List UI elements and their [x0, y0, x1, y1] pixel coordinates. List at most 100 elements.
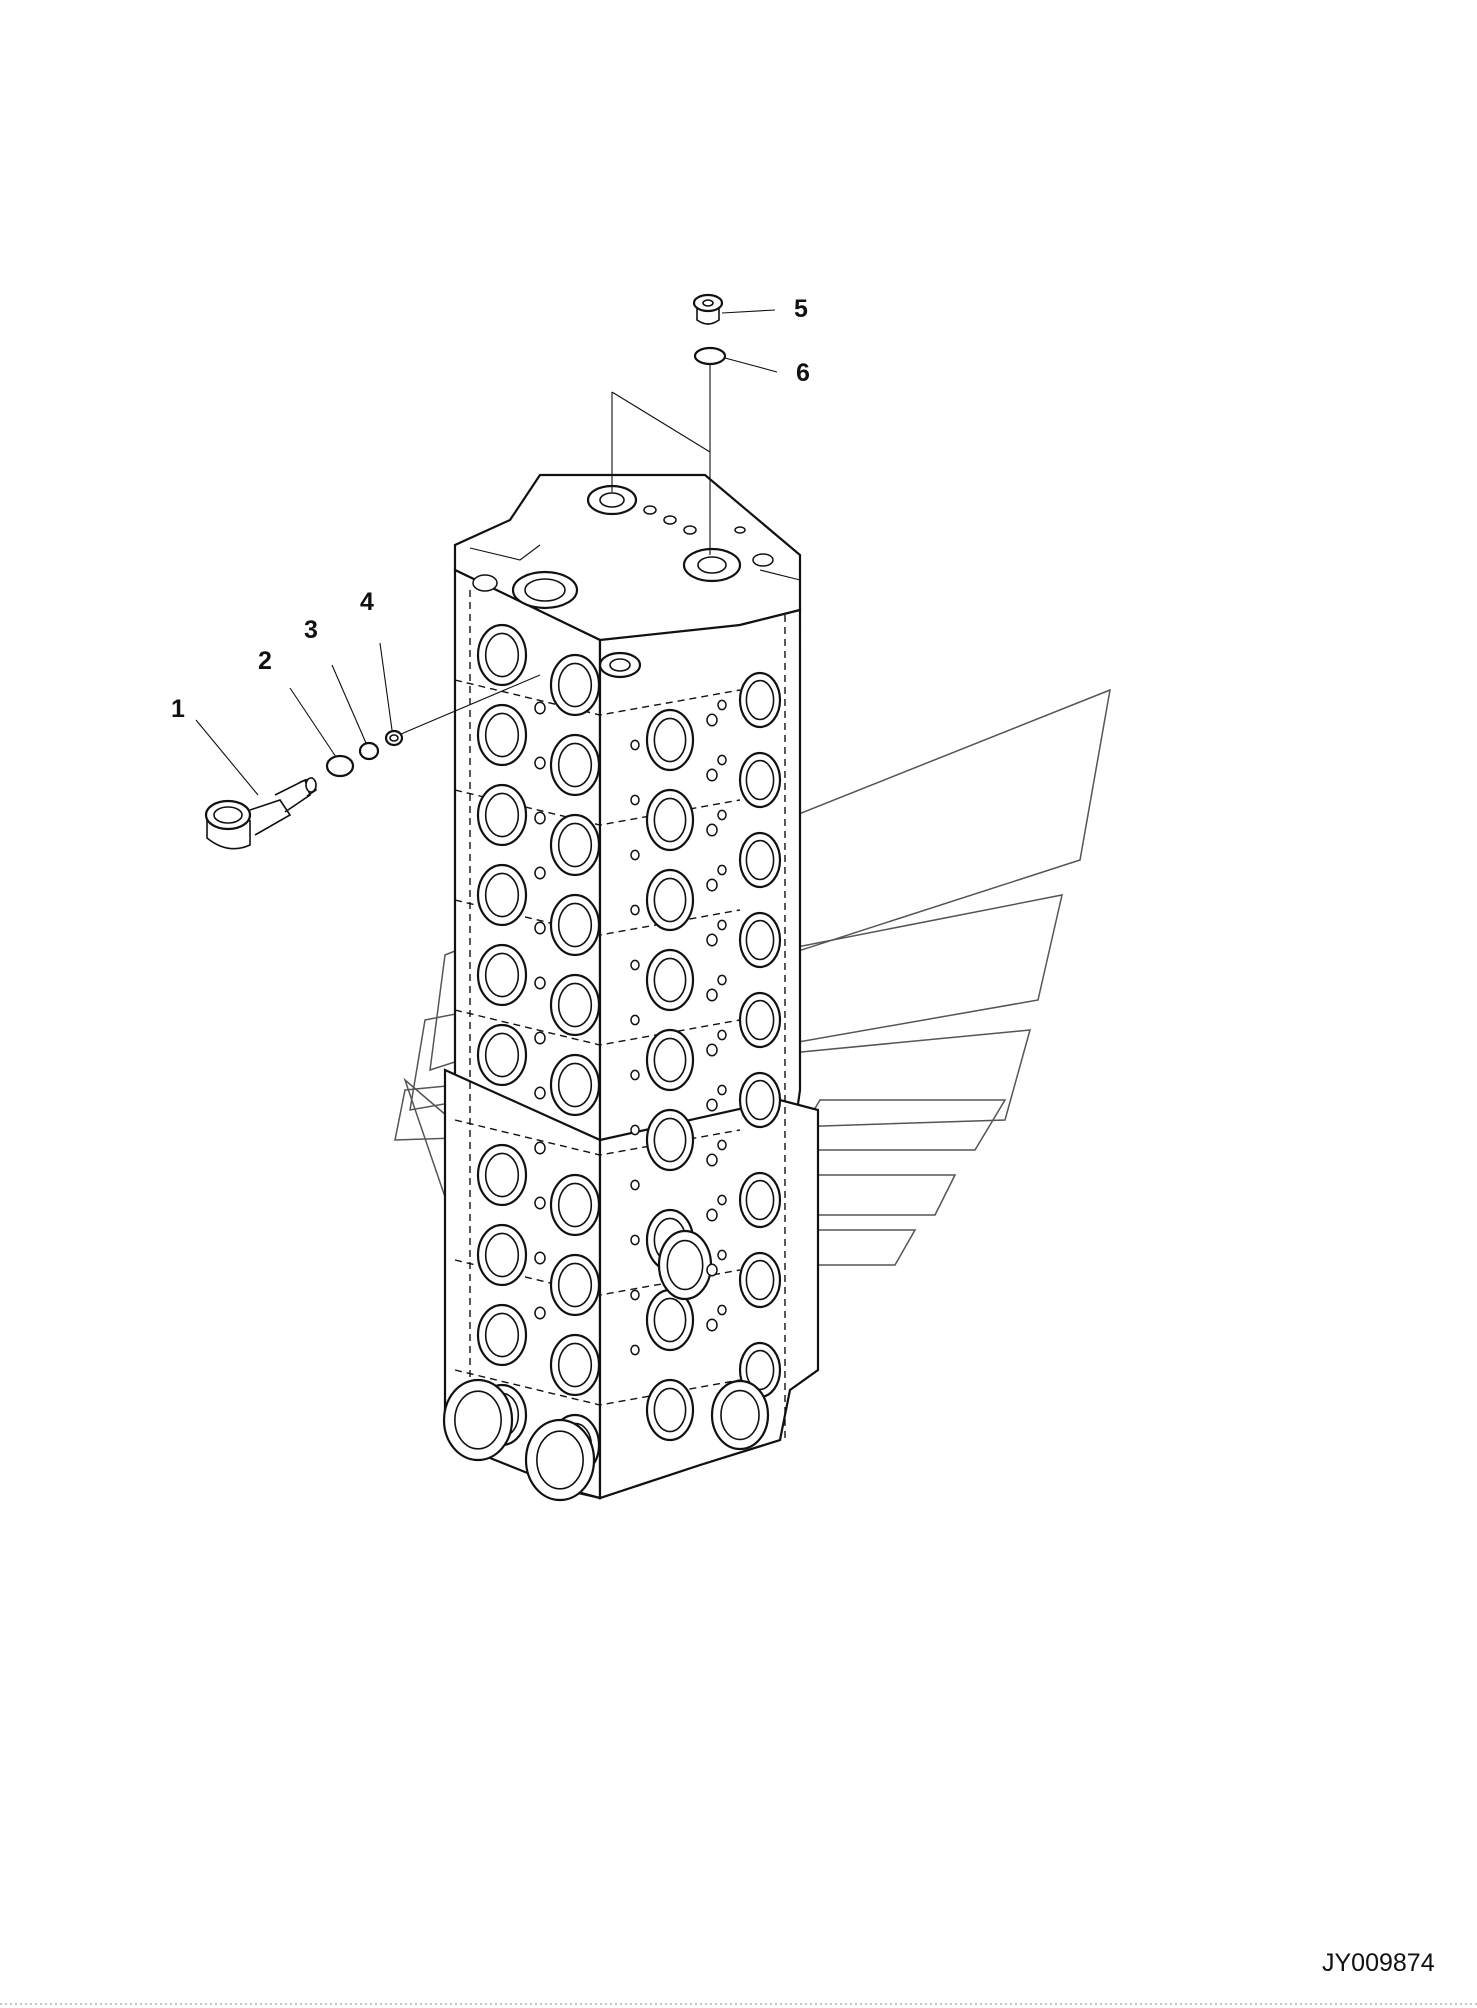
o-ring-part [358, 741, 380, 761]
callout-2: 2 [258, 647, 272, 675]
callout-1: 1 [171, 695, 185, 723]
face-hole [534, 1031, 546, 1045]
left-port-b-bore [557, 902, 593, 948]
callout-3: 3 [304, 616, 318, 644]
face-hole [534, 701, 546, 715]
left-port-b-bore [557, 1062, 593, 1108]
face-hole [706, 1153, 718, 1167]
callout-5: 5 [794, 295, 808, 323]
face-hole [630, 849, 640, 861]
left-port-a-bore [484, 1312, 520, 1358]
right-port-b-bore [745, 679, 775, 721]
face-hole [717, 754, 727, 766]
right-port-b-bore [745, 1179, 775, 1221]
bottom-port-right-bore [720, 1389, 760, 1441]
left-port-b-bore [557, 1182, 593, 1228]
face-hole [630, 1344, 640, 1356]
face-hole [534, 1086, 546, 1100]
right-port-a-bore [653, 797, 687, 843]
small-o-ring-inner [389, 734, 399, 742]
backup-ring-part [325, 754, 355, 778]
face-hole [630, 1179, 640, 1191]
relief-valve-part [204, 776, 317, 850]
face-hole [534, 1196, 546, 1210]
callout-labels: 1 2 3 4 5 6 [171, 295, 810, 723]
left-port-b-bore [557, 822, 593, 868]
callout-6: 6 [796, 359, 810, 387]
right-port-b-bore [745, 1079, 775, 1121]
face-hole [717, 864, 727, 876]
face-hole [717, 919, 727, 931]
face-hole [706, 1318, 718, 1332]
face-hole [706, 713, 718, 727]
face-hole [717, 1029, 727, 1041]
right-port-b-bore [745, 759, 775, 801]
face-hole [630, 1289, 640, 1301]
face-hole [534, 976, 546, 990]
watermark-logo [394, 688, 1111, 1271]
left-port-a-bore [484, 952, 520, 998]
face-hole [630, 904, 640, 916]
left-port-a-bore [484, 1032, 520, 1078]
right-port-a-bore [653, 1297, 687, 1343]
left-port-a-bore [484, 1152, 520, 1198]
left-face-ports [442, 623, 601, 1502]
plug-o-ring-part [693, 346, 727, 366]
left-port-b-bore [557, 1342, 593, 1388]
left-port-a-bore [484, 792, 520, 838]
face-hole [706, 768, 718, 782]
face-hole [717, 1304, 727, 1316]
face-hole [630, 1014, 640, 1026]
face-hole [706, 988, 718, 1002]
face-hole [630, 959, 640, 971]
face-hole [717, 1084, 727, 1096]
face-hole [717, 974, 727, 986]
right-port-a-bore [653, 877, 687, 923]
right-port-b-bore [745, 1259, 775, 1301]
face-hole [717, 1249, 727, 1261]
right-port-b-bore [745, 999, 775, 1041]
leader-lines [195, 309, 778, 796]
right-port-large-bore [666, 1239, 704, 1291]
face-hole [534, 1251, 546, 1265]
left-port-b-bore [557, 742, 593, 788]
bottom-port-center-bore [536, 1430, 584, 1490]
face-hole [706, 1098, 718, 1112]
face-hole [534, 1306, 546, 1320]
drawing-id: JY009874 [1322, 1949, 1435, 1977]
top-face-ports [469, 484, 801, 679]
right-port-a-bore [653, 1117, 687, 1163]
face-hole [706, 823, 718, 837]
face-hole [630, 1234, 640, 1246]
face-hole [534, 866, 546, 880]
face-hole [630, 739, 640, 751]
right-port-a-bore [653, 717, 687, 763]
face-hole [534, 1141, 546, 1155]
left-port-b-bore [557, 1262, 593, 1308]
left-port-a-bore [484, 712, 520, 758]
assembly-lines [400, 364, 711, 735]
right-face-ports [645, 671, 782, 1451]
face-hole [717, 699, 727, 711]
face-hole [534, 811, 546, 825]
bottom-port-left-bore [454, 1390, 502, 1450]
callout-4: 4 [360, 588, 374, 616]
face-hole [534, 756, 546, 770]
plug-part [692, 293, 724, 325]
section-lines [454, 590, 786, 1495]
face-hole [706, 1208, 718, 1222]
face-hole [717, 1194, 727, 1206]
left-port-a-bore [484, 632, 520, 678]
left-port-a-bore [484, 1232, 520, 1278]
right-port-b-bore [745, 919, 775, 961]
face-hole [706, 1043, 718, 1057]
left-port-a-bore [484, 872, 520, 918]
face-hole [630, 1069, 640, 1081]
left-port-b-bore [557, 662, 593, 708]
right-port-b-bore [745, 839, 775, 881]
face-hole [717, 809, 727, 821]
face-hole [706, 1263, 718, 1277]
control-valve-body [442, 473, 820, 1502]
